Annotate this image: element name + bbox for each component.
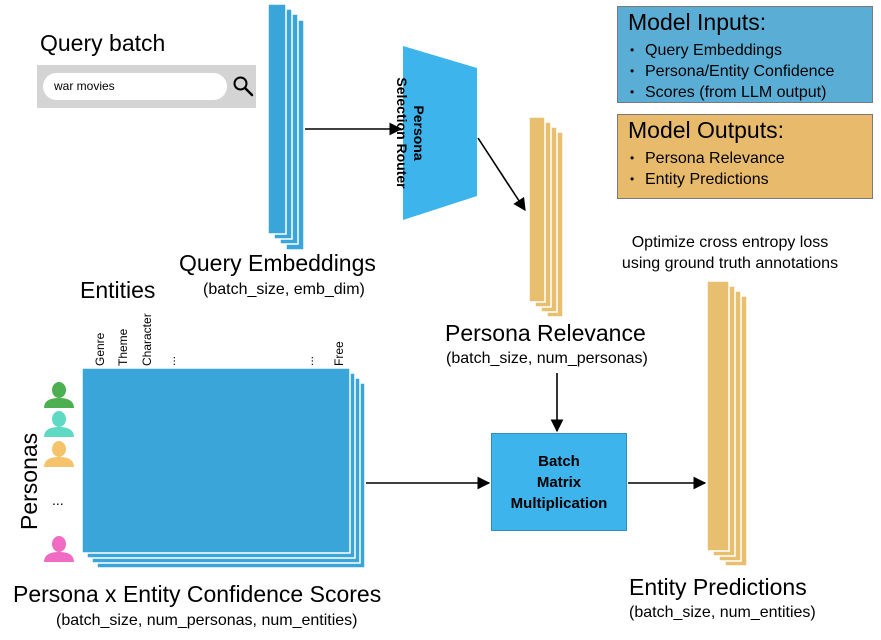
model-inputs-item: Query Embeddings — [628, 40, 872, 61]
entity-column-theme: Theme — [116, 328, 130, 366]
entity-predictions-stack — [706, 280, 748, 567]
entity-column-ellipsis-1: ... — [164, 355, 178, 366]
model-inputs-item: Persona/Entity Confidence — [628, 61, 872, 82]
persona-avatar-2 — [44, 411, 74, 437]
search-bar[interactable]: war movies — [37, 65, 256, 108]
confidence-matrix-stack — [81, 367, 366, 569]
persona-avatar-4 — [44, 536, 74, 562]
search-input[interactable]: war movies — [43, 73, 227, 100]
query-batch-title: Query batch — [40, 30, 166, 56]
query-embeddings-stack — [267, 3, 305, 251]
persona-avatar-1 — [44, 382, 74, 408]
entity-column-ellipsis-2: ... — [302, 355, 316, 366]
persona-selection-router — [403, 46, 477, 220]
entity-column-free: Free — [332, 341, 346, 366]
router-label-line1: Persona — [411, 105, 427, 161]
model-outputs-item: Persona Relevance — [628, 148, 872, 169]
entities-label: Entities — [80, 277, 156, 303]
bmm-line2: Matrix — [536, 473, 582, 491]
confidence-scores-shape: (batch_size, num_personas, num_entities) — [56, 612, 358, 629]
arrow-router-to-relevance — [477, 137, 526, 212]
model-inputs-title: Model Inputs: — [628, 9, 767, 35]
bmm-line1: Batch — [538, 452, 580, 470]
model-outputs-legend: Model Outputs: Persona Relevance Entity … — [617, 114, 873, 199]
entity-predictions-label: Entity Predictions — [629, 574, 807, 600]
router-label-line2: Selection Router — [394, 77, 410, 189]
confidence-scores-label: Persona x Entity Confidence Scores — [13, 581, 382, 607]
loss-note-line2: using ground truth annotations — [621, 255, 839, 272]
entity-column-character: Character — [140, 313, 154, 366]
search-icon[interactable] — [232, 75, 254, 97]
model-inputs-item: Scores (from LLM output) — [628, 82, 872, 103]
bmm-line3: Multiplication — [510, 494, 608, 512]
persona-avatar-3 — [44, 441, 74, 467]
entity-predictions-shape: (batch_size, num_entities) — [629, 604, 816, 621]
personas-ellipsis: ... — [52, 492, 64, 508]
loss-note: Optimize cross entropy loss using ground… — [596, 232, 864, 274]
batch-matrix-multiplication-box: Batch Matrix Multiplication — [491, 433, 627, 531]
model-inputs-legend: Model Inputs: Query Embeddings Persona/E… — [617, 6, 873, 103]
persona-relevance-stack — [528, 116, 564, 318]
model-outputs-title: Model Outputs: — [628, 117, 784, 143]
query-embeddings-label: Query Embeddings — [179, 250, 376, 276]
query-embeddings-shape: (batch_size, emb_dim) — [203, 281, 365, 298]
persona-relevance-shape: (batch_size, num_personas) — [446, 350, 648, 367]
entity-column-genre: Genre — [93, 332, 107, 366]
persona-relevance-label: Persona Relevance — [445, 320, 646, 346]
personas-label: Personas — [16, 432, 42, 530]
loss-note-line1: Optimize cross entropy loss — [631, 234, 829, 251]
model-outputs-item: Entity Predictions — [628, 169, 872, 190]
